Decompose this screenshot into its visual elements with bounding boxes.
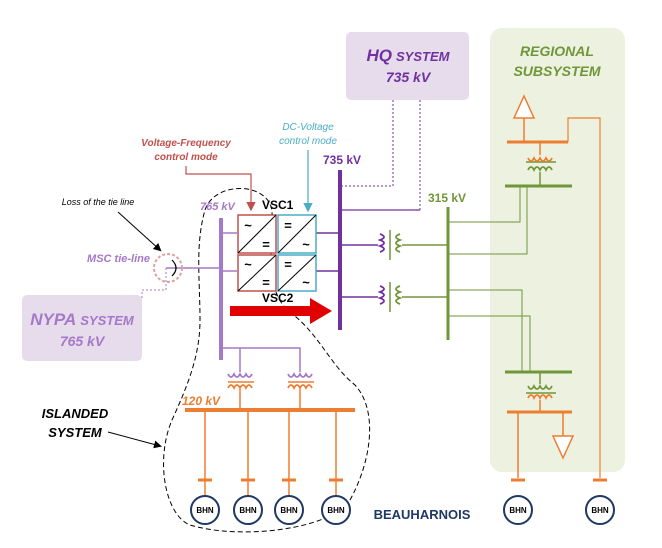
generator-bhn-5: BHN bbox=[503, 495, 533, 525]
loss-tie-arrow bbox=[117, 211, 162, 252]
vf-control-arrow bbox=[185, 166, 256, 212]
regional-subsystem-box bbox=[490, 28, 625, 472]
breaker-arc bbox=[171, 259, 177, 277]
load-up-triangle bbox=[512, 94, 536, 119]
transformer-765-120-a bbox=[227, 371, 254, 410]
generator-feeders bbox=[198, 410, 607, 496]
loss-tie-label: Loss of the tie line bbox=[62, 197, 135, 207]
bus-765kv-label: 765 kV bbox=[200, 201, 237, 213]
nypa-link-dotted bbox=[141, 268, 167, 300]
vsc1-ac-symbol: ~ bbox=[244, 218, 252, 233]
regional-title-line2: SUBSYSTEM bbox=[513, 63, 600, 79]
vsc2-dc-ac-converter: = ~ bbox=[277, 254, 317, 292]
vsc1-dc-symbol-2: = bbox=[284, 218, 292, 233]
regional-title-line1: REGIONAL bbox=[520, 43, 594, 59]
nypa-title-main: NYPA bbox=[30, 310, 76, 329]
vsc2-label: VSC2 bbox=[262, 291, 294, 305]
bus-315kv-label: 315 kV bbox=[428, 191, 466, 205]
bus-120kv-label: 120 kV bbox=[182, 394, 221, 408]
regional-feed-2 bbox=[448, 186, 528, 255]
hq-link-dotted-1 bbox=[342, 100, 394, 187]
nypa-system-voltage: 765 kV bbox=[60, 333, 106, 349]
generator-bhn-5-label: BHN bbox=[509, 506, 527, 515]
vsc1-ac-symbol-2: ~ bbox=[302, 237, 310, 252]
hq-title-suffix: SYSTEM bbox=[396, 49, 451, 64]
generator-bhn-1: BHN bbox=[190, 495, 220, 525]
regional-feed-1 bbox=[448, 186, 521, 223]
nypa-title-suffix: SYSTEM bbox=[80, 313, 135, 328]
generator-bhn-4: BHN bbox=[321, 495, 351, 525]
generator-bhn-2: BHN bbox=[233, 495, 263, 525]
generator-bhn-6: BHN bbox=[585, 495, 615, 525]
regional-feed-3 bbox=[448, 289, 523, 372]
vsc1-label: VSC1 bbox=[262, 198, 294, 212]
bus-735kv-label: 735 kV bbox=[323, 153, 361, 167]
regional-feed-4 bbox=[448, 315, 531, 372]
dcv-control-label-line1: DC-Voltage bbox=[282, 122, 334, 133]
transformer-765-120-b bbox=[287, 371, 314, 410]
msc-tie-label: MSC tie-line bbox=[87, 253, 150, 265]
generator-bhn-3: BHN bbox=[274, 495, 304, 525]
regional-lower-transformer bbox=[526, 372, 556, 412]
transformer-735-315-a bbox=[377, 230, 403, 260]
generator-bhn-4-label: BHN bbox=[327, 506, 345, 515]
vsc2-ac-dc-converter: ~ = bbox=[237, 254, 277, 292]
xfmr-765-120-feed bbox=[221, 347, 301, 372]
generator-bhn-2-label: BHN bbox=[239, 506, 257, 515]
vsc2-ac-symbol: ~ bbox=[244, 257, 252, 272]
islanded-label-line1: ISLANDED bbox=[42, 406, 109, 421]
nypa-system-box bbox=[22, 295, 142, 361]
nypa-system-title: NYPA SYSTEM bbox=[30, 310, 135, 329]
islanded-pointer-arrow bbox=[107, 431, 162, 449]
vsc2-ac-symbol-2: ~ bbox=[302, 275, 310, 290]
dcv-control-label-line2: control mode bbox=[279, 136, 337, 147]
generator-bhn-1-label: BHN bbox=[196, 506, 214, 515]
vsc2-dc-symbol: = bbox=[262, 275, 270, 290]
hq-system-voltage: 735 kV bbox=[386, 69, 432, 85]
vsc2-dc-symbol-2: = bbox=[284, 257, 292, 272]
vsc1-dc-symbol: = bbox=[262, 237, 270, 252]
load-down-triangle bbox=[551, 435, 575, 460]
vsc1-dc-ac-converter: = ~ bbox=[277, 214, 317, 254]
vf-control-label-line1: Voltage-Frequency bbox=[141, 138, 231, 149]
hq-title-main: HQ bbox=[367, 46, 393, 65]
hq-system-box bbox=[346, 32, 469, 100]
generator-bhn-3-label: BHN bbox=[280, 506, 298, 515]
transformer-735-315-b bbox=[377, 282, 403, 312]
regional-upper-transformer bbox=[526, 142, 556, 186]
power-flow-arrow bbox=[230, 298, 332, 324]
vsc1-ac-dc-converter: ~ = bbox=[237, 214, 277, 254]
tie-line-fault-circle bbox=[153, 253, 183, 283]
vf-control-label-line2: control mode bbox=[154, 152, 218, 163]
generator-bhn-6-label: BHN bbox=[591, 506, 609, 515]
islanded-label-line2: SYSTEM bbox=[48, 425, 103, 440]
regional-orange-link bbox=[567, 117, 601, 478]
beauharnois-label: BEAUHARNOIS bbox=[374, 507, 471, 522]
